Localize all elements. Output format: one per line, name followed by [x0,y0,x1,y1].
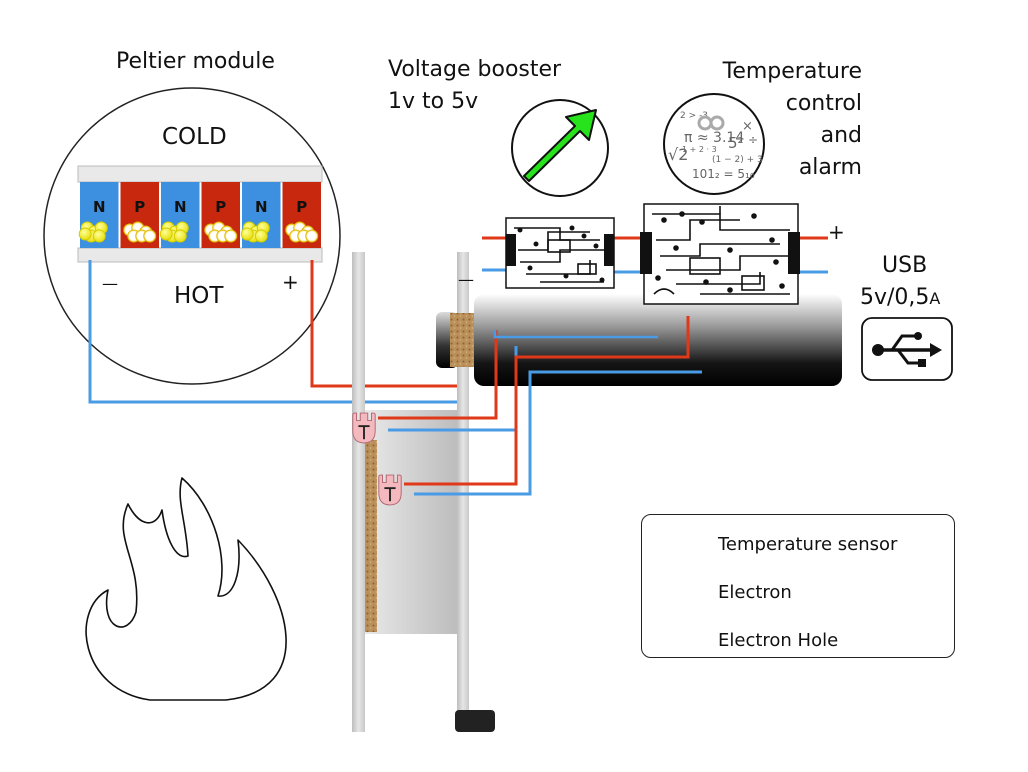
cell-type-label: N [174,198,187,216]
math-note: π ≈ 3.14 [684,130,744,146]
voltage-booster-board [505,217,615,289]
cell-type-label: P [296,198,307,216]
voltage-booster-icon [511,99,609,197]
container-body [365,410,457,634]
cold-side-label: COLD [162,124,227,150]
cell-type-label: N [255,198,268,216]
wire-peltier-negative [88,260,462,404]
hot-side-label: HOT [174,283,224,309]
electron-dot [92,229,106,243]
battery-cork-ring [450,313,474,367]
peltier-plus-label: + [282,270,299,294]
math-note: √2 [668,145,688,164]
legend-label-electron: Electron [718,582,792,603]
math-note: ÷ [748,133,758,147]
electron-hole-dot [305,229,319,243]
wire-sensor2-blue [414,370,702,496]
legend-box: Temperature sensor Electron Electron Hol… [641,514,955,658]
math-note: 101₂ = 5₁₀ [692,167,755,181]
legend-item: Temperature sensor [642,527,954,561]
usb-title: USB [882,253,928,278]
battery [436,294,842,386]
booster-minus-label: — [458,270,474,289]
flame-icon [85,477,287,701]
cork-insulation [365,440,377,632]
temperature-control-icon: 2 > -3 π ≈ 3.14 √2 1 + 2 · 3 (1 − 2) + 3… [663,93,765,195]
peltier-module-title: Peltier module [116,49,275,74]
green-arrow-icon [523,109,597,182]
legend-item: Electron [642,575,954,609]
cell-type-label: P [215,198,226,216]
electron-dot [240,227,254,241]
usb-spec-value: 5v/0,5 [860,285,930,310]
wire-sensor2-red [404,316,690,486]
wire-board-blue-a [493,330,658,339]
math-note: 1 + 2 · 3 [682,145,717,154]
peltier-minus-label: — [102,274,118,293]
electron-dot [78,227,92,241]
temperature-control-title-line1: Temperature [722,59,862,84]
legend-label-temperature-sensor: Temperature sensor [718,534,898,555]
temperature-control-title-line3: and [820,123,862,148]
electron-hole-dot [224,229,238,243]
temperature-control-title-line2: control [785,91,862,116]
math-note: (1 − 2) + 3 [712,155,763,165]
cell-type-label: P [134,198,145,216]
electron-dot [159,227,173,241]
temperature-sensor-1 [351,412,377,444]
electron-dot [173,229,187,243]
temperature-control-title-line4: alarm [798,155,862,180]
electron-dot [254,229,268,243]
voltage-booster-title: Voltage booster [388,57,562,82]
electron-hole-dot [143,229,157,243]
voltage-booster-subtitle: 1v to 5v [388,89,479,114]
legend-label-electron-hole: Electron Hole [718,630,839,651]
peltier-top-plate [77,165,323,183]
wire-sensor1-red [378,330,498,420]
math-note: 5² [728,134,744,152]
control-plus-label: + [828,220,845,244]
usb-spec: 5v/0,5A [860,282,940,315]
usb-spec-unit: A [929,289,941,308]
math-note: × [742,119,753,134]
temperature-control-board [640,203,800,305]
stand-foot [455,710,495,732]
legend-item: Electron Hole [642,623,954,657]
peltier-bottom-plate [77,247,323,263]
outer-wall-plate [352,252,365,732]
temperature-sensor-2 [377,474,403,506]
math-note: 2 > -3 [680,111,708,121]
usb-icon [861,317,953,381]
cell-type-label: N [93,198,106,216]
battery-body [474,294,842,386]
wire-peltier-positive [310,260,462,388]
